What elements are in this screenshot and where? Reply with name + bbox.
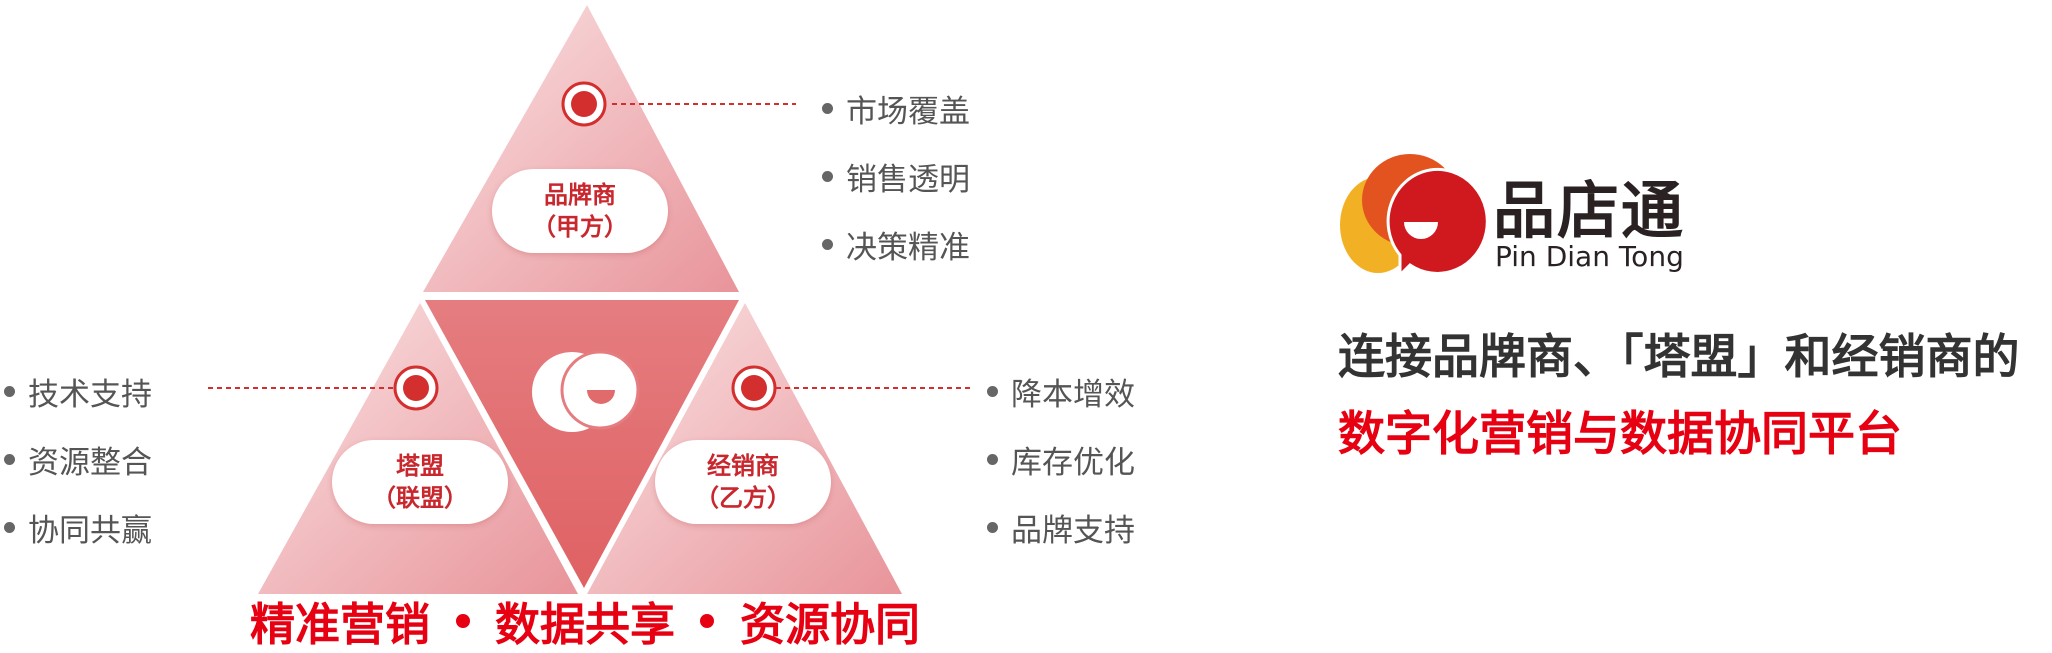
benefit-text: 库存优化 <box>1011 444 1135 481</box>
slogan-item: 精准营销 <box>250 598 431 651</box>
list-item: 品牌支持 <box>987 493 1135 561</box>
brand-owner-benefits: 市场覆盖 销售透明 决策精准 <box>822 74 970 278</box>
target-icon-top <box>561 81 607 127</box>
target-icon-left <box>393 365 439 411</box>
tagline-line2: 数字化营销与数据协同平台 <box>1338 407 1902 462</box>
benefit-text: 市场覆盖 <box>846 93 970 130</box>
benefit-text: 协同共赢 <box>28 512 152 549</box>
tagline-line1: 连接品牌商、「塔盟」和经销商的 <box>1338 330 2020 385</box>
slogan: 精准营销 数据共享 资源协同 <box>250 588 920 653</box>
brand-name-en: Pin Dian Tong <box>1495 240 1684 273</box>
list-item: 销售透明 <box>822 142 970 210</box>
brand-owner-subtitle: （甲方） <box>532 213 628 241</box>
alliance-label: 塔盟 （联盟） <box>332 440 508 524</box>
alliance-title: 塔盟 <box>396 452 444 480</box>
benefit-text: 资源整合 <box>28 444 152 481</box>
bullet-icon <box>987 385 998 397</box>
center-triangle <box>425 300 739 588</box>
distributor-subtitle: （乙方） <box>695 484 791 512</box>
benefit-text: 品牌支持 <box>1011 512 1135 549</box>
bullet-icon <box>4 385 15 397</box>
list-item: 市场覆盖 <box>822 74 970 142</box>
alliance-benefits: 技术支持 资源整合 协同共赢 <box>4 357 152 561</box>
brand-owner-title: 品牌商 <box>544 181 616 209</box>
bullet-icon <box>987 521 998 533</box>
separator-dot-icon <box>455 613 470 628</box>
bullet-icon <box>822 102 833 114</box>
distributor-benefits: 降本增效 库存优化 品牌支持 <box>987 357 1135 561</box>
alliance-subtitle: （联盟） <box>372 484 468 512</box>
brand-name: 品店通 <box>1493 174 1686 247</box>
distributor-title: 经销商 <box>707 452 779 480</box>
list-item: 协同共赢 <box>4 493 152 561</box>
list-item: 决策精准 <box>822 210 970 278</box>
separator-dot-icon <box>700 613 715 628</box>
target-icon-right <box>731 365 777 411</box>
slogan-item: 数据共享 <box>494 598 675 651</box>
pin-dian-tong-logo-icon <box>1340 154 1489 279</box>
list-item: 技术支持 <box>4 357 152 425</box>
bullet-icon <box>822 170 833 182</box>
list-item: 降本增效 <box>987 357 1135 425</box>
bullet-icon <box>4 453 15 465</box>
list-item: 资源整合 <box>4 425 152 493</box>
brand-owner-label: 品牌商 （甲方） <box>492 169 668 253</box>
bullet-icon <box>4 521 15 533</box>
benefit-text: 降本增效 <box>1011 376 1135 413</box>
bullet-icon <box>822 238 833 250</box>
distributor-label: 经销商 （乙方） <box>655 440 831 524</box>
list-item: 库存优化 <box>987 425 1135 493</box>
slogan-item: 资源协同 <box>739 598 920 651</box>
benefit-text: 决策精准 <box>846 229 970 266</box>
bullet-icon <box>987 453 998 465</box>
benefit-text: 销售透明 <box>846 161 970 198</box>
benefit-text: 技术支持 <box>28 376 152 413</box>
chat-bubble-logo-icon <box>532 350 640 432</box>
